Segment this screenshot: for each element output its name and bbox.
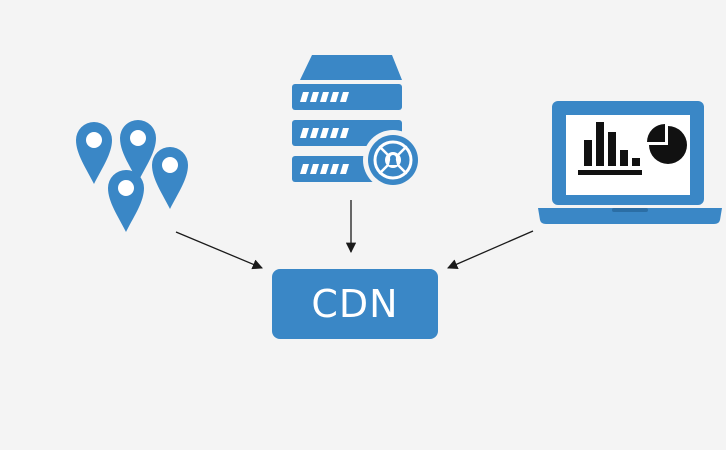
pie-chart-icon [647, 124, 687, 164]
cdn-label: CDN [311, 282, 399, 326]
lock-badge-icon [363, 130, 423, 190]
location-pin-icon [76, 122, 112, 184]
connection-arrows [175, 200, 534, 270]
laptop-icon [538, 101, 722, 224]
arrow-laptop-to-cdn [447, 230, 534, 270]
location-pin-icon [152, 147, 188, 209]
cdn-box: CDN [272, 269, 438, 339]
arrow-locations-to-cdn [175, 231, 263, 270]
server-vents [300, 92, 349, 174]
location-pin-icon [120, 120, 156, 182]
server-rack-icon [292, 55, 423, 190]
location-pins-icon [76, 120, 188, 232]
bar-chart-icon [578, 122, 642, 175]
location-pin-icon [108, 170, 144, 232]
